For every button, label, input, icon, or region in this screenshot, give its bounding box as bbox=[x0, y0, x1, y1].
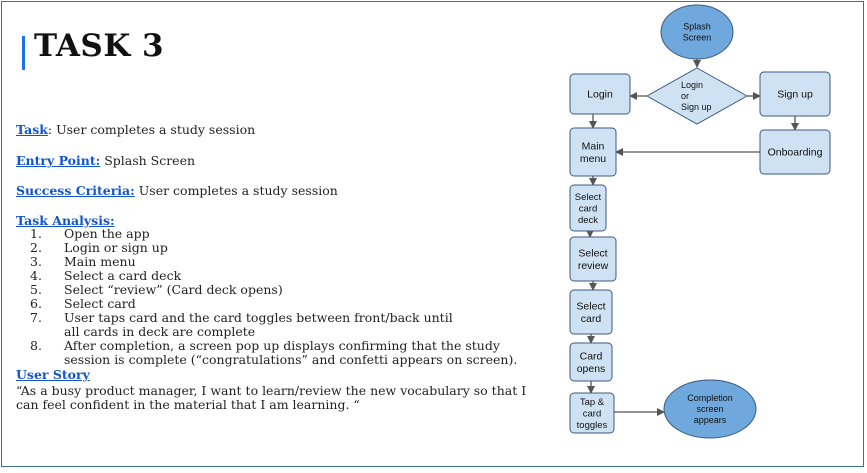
task-step-number: 2. bbox=[30, 240, 42, 255]
task-step: 8. After completion, a screen pop up disp… bbox=[30, 339, 517, 353]
flow-node-label: Select bbox=[576, 300, 605, 312]
task-step-text: Select “review” (Card deck opens) bbox=[64, 282, 283, 297]
flow-node-label: Splash bbox=[683, 22, 711, 32]
user-story-label: User Story bbox=[16, 367, 90, 382]
task-step: 2. Login or sign up bbox=[30, 241, 517, 255]
flow-node-onboarding: Onboarding bbox=[759, 129, 831, 175]
flow-node-shape bbox=[569, 184, 607, 232]
task-analysis-list: 1. Open the app 2. Login or sign up 3. Main m… bbox=[30, 227, 517, 367]
task-step-number: 6. bbox=[30, 296, 42, 311]
user-story-text: “As a busy product manager, I want to le… bbox=[16, 384, 526, 412]
user-story-line: “As a busy product manager, I want to le… bbox=[16, 383, 527, 398]
task-step: 4. Select a card deck bbox=[30, 269, 517, 283]
flow-node-label: Login bbox=[681, 80, 703, 90]
flow-node-label: Screen bbox=[683, 33, 712, 43]
flow-node-label: card bbox=[579, 203, 597, 214]
task-step: 5. Select “review” (Card deck opens) bbox=[30, 283, 517, 297]
flow-node-shape bbox=[569, 236, 617, 282]
flow-node-shape bbox=[569, 342, 613, 382]
flow-node-label: deck bbox=[578, 215, 598, 226]
task-step-text: Open the app bbox=[64, 226, 150, 241]
flow-node-label: Onboarding bbox=[768, 147, 823, 159]
flow-node-label: Sign up bbox=[777, 89, 813, 101]
task-step: 6. Select card bbox=[30, 297, 517, 311]
flow-node-label: card bbox=[581, 313, 602, 325]
task-step-text: Login or sign up bbox=[64, 240, 168, 255]
title-accent-bar bbox=[22, 36, 25, 70]
task-step-text: After completion, a screen pop up displa… bbox=[64, 338, 500, 353]
flow-node-shape bbox=[759, 129, 831, 175]
flow-node-shape bbox=[663, 379, 757, 439]
flow-node-label: Select bbox=[578, 247, 607, 259]
flow-node-label: or bbox=[681, 91, 689, 101]
flow-node-signup: Sign up bbox=[759, 71, 831, 117]
flow-node-shape bbox=[759, 71, 831, 117]
task-step-text: User taps card and the card toggles betw… bbox=[64, 310, 453, 325]
page-title: TASK 3 bbox=[34, 28, 165, 64]
flow-node-shape bbox=[645, 67, 749, 125]
entry-point-line: Entry Point: Splash Screen bbox=[16, 153, 195, 168]
task-step: session is complete (“congratulations” a… bbox=[30, 353, 517, 367]
flow-node-label: Card bbox=[580, 350, 603, 362]
user-story-line: can feel confident in the material that … bbox=[16, 397, 360, 412]
flow-node-shape bbox=[660, 4, 734, 60]
task-step-number: 1. bbox=[30, 226, 42, 241]
task-step-text: session is complete (“congratulations” a… bbox=[64, 352, 518, 367]
flow-node-label: Completion bbox=[687, 393, 733, 403]
task-line: Task: User completes a study session bbox=[16, 122, 255, 137]
flow-node-label: review bbox=[578, 260, 609, 272]
task-analysis-label: Task Analysis: bbox=[16, 213, 115, 228]
task-step-number: 4. bbox=[30, 268, 42, 283]
flow-node-shape bbox=[569, 289, 613, 335]
flow-node-login: Login bbox=[569, 73, 631, 115]
flow-node-label: menu bbox=[580, 153, 606, 165]
flow-node-label: screen bbox=[696, 404, 723, 414]
flow-node-label: Login bbox=[587, 89, 613, 101]
flow-node-label: card bbox=[583, 408, 601, 419]
task-step: all cards in deck are complete bbox=[30, 325, 517, 339]
flow-node-label: toggles bbox=[577, 420, 608, 431]
task-step: 1. Open the app bbox=[30, 227, 517, 241]
task-step-number: 7. bbox=[30, 310, 42, 325]
success-criteria-label: Success Criteria: bbox=[16, 183, 135, 198]
flow-node-label: Select bbox=[575, 192, 602, 203]
task-step: 7. User taps card and the card toggles be… bbox=[30, 311, 517, 325]
task-analysis-heading: Task Analysis: bbox=[16, 191, 115, 228]
flow-node-shape bbox=[569, 73, 631, 115]
success-criteria-value: User completes a study session bbox=[134, 183, 338, 198]
success-criteria-line: Success Criteria: User completes a study… bbox=[16, 183, 338, 198]
task-step: 3. Main menu bbox=[30, 255, 517, 269]
entry-point-value: Splash Screen bbox=[100, 153, 196, 168]
flow-node-shape bbox=[569, 392, 615, 434]
task-step-number: 3. bbox=[30, 254, 42, 269]
flow-node-label: opens bbox=[577, 363, 606, 375]
flow-node-label: appears bbox=[694, 415, 727, 425]
task-step-text: Select a card deck bbox=[64, 268, 182, 283]
task-label: Task bbox=[16, 122, 48, 137]
flow-node-label: Main bbox=[582, 140, 605, 152]
task-step-text: Select card bbox=[64, 296, 136, 311]
flow-node-shape bbox=[569, 127, 617, 177]
flow-node-label: Sign up bbox=[681, 102, 712, 112]
task-value: : User completes a study session bbox=[47, 122, 256, 137]
task-step-number: 5. bbox=[30, 282, 42, 297]
task-step-text: all cards in deck are complete bbox=[64, 324, 256, 339]
entry-point-label: Entry Point: bbox=[16, 153, 101, 168]
flow-node-label: Tap & bbox=[580, 397, 605, 408]
task-step-number: 8. bbox=[30, 338, 42, 353]
task-step-text: Main menu bbox=[64, 254, 136, 269]
